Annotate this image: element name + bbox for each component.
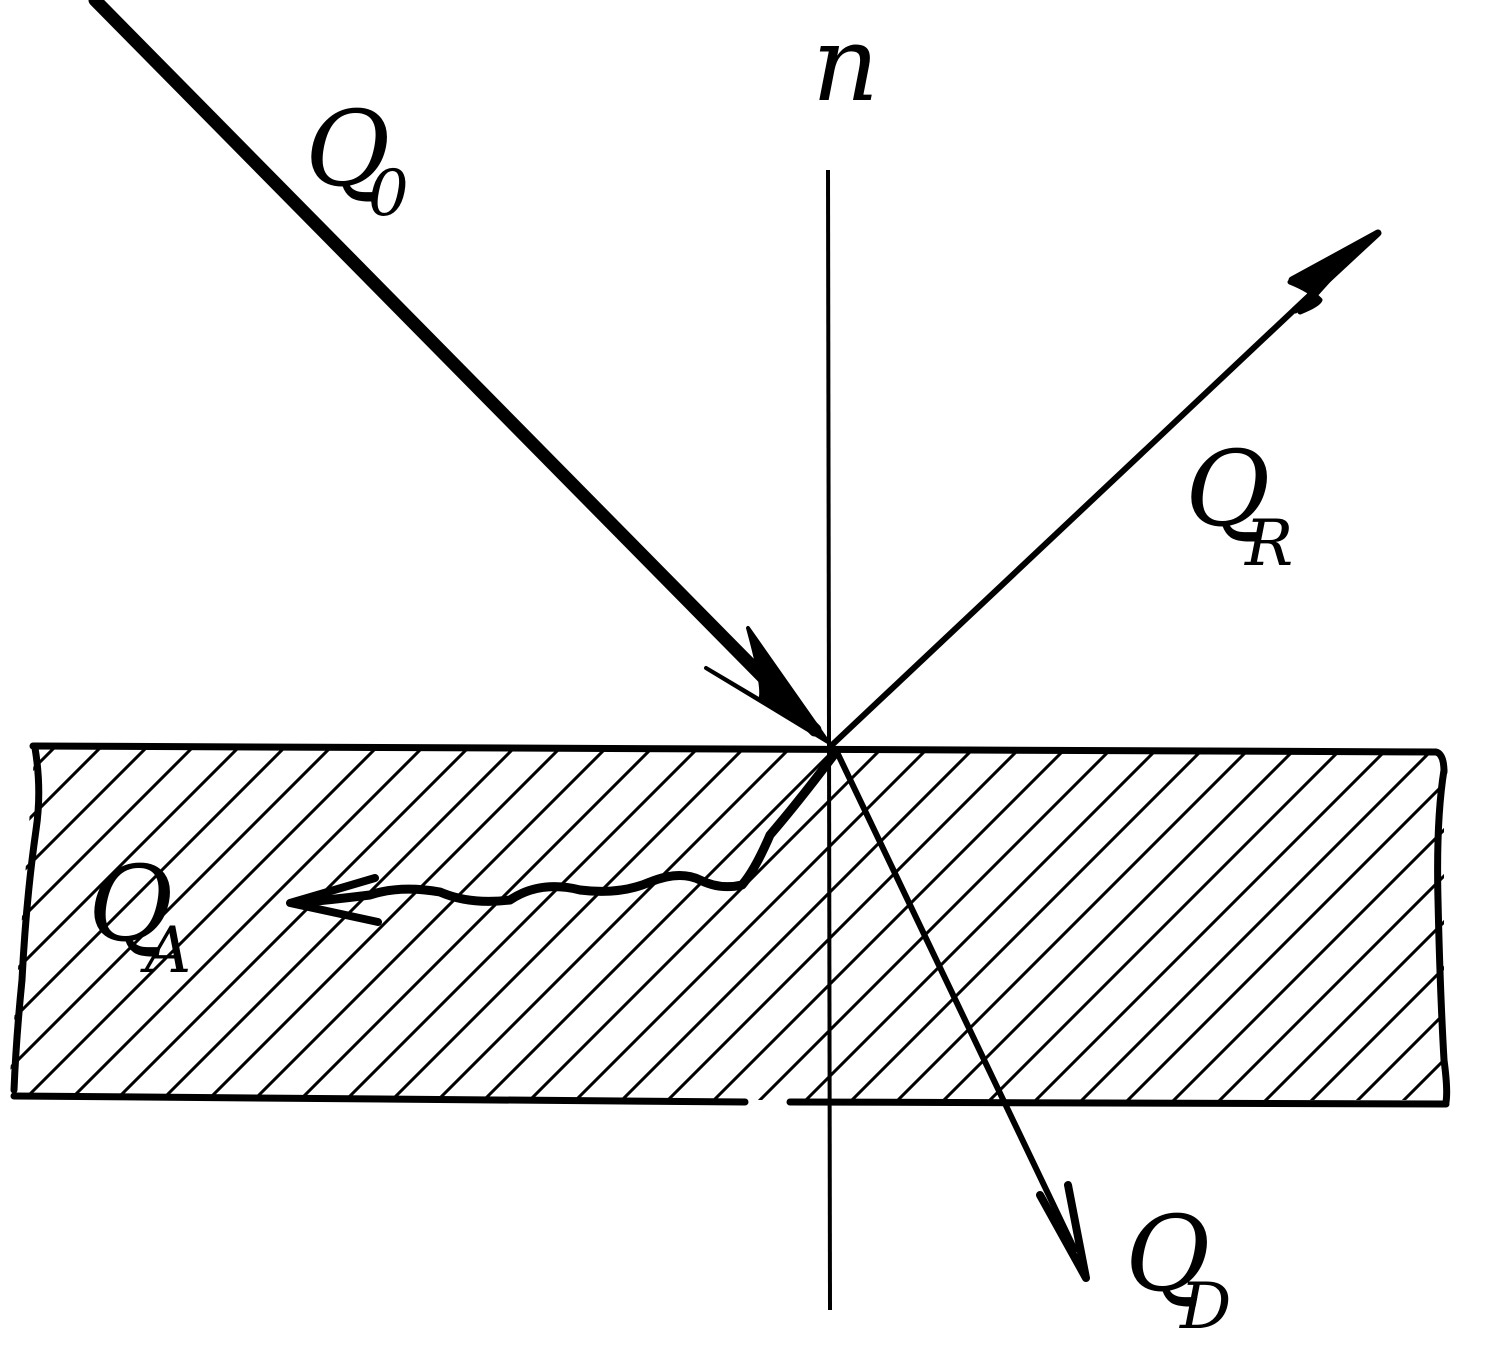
hatch-line — [978, 745, 1352, 1100]
slab-bottom-edge-left — [10, 1092, 749, 1106]
incident-arrowhead — [704, 626, 830, 744]
transmitted-arrowhead — [1036, 1181, 1090, 1282]
hatch-line — [58, 745, 432, 1100]
hatch-line — [288, 745, 662, 1100]
slab-left-edge — [10, 744, 43, 1094]
label-normal: n — [812, 3, 879, 125]
svg-text:A: A — [140, 914, 191, 988]
hatch-line — [1300, 745, 1444, 1100]
transmitted-ray — [833, 747, 1090, 1282]
svg-text:0: 0 — [368, 157, 409, 231]
material-slab — [10, 742, 1451, 1108]
incident-ray — [88, 0, 830, 744]
hatch-line — [1254, 745, 1444, 1100]
svg-text:Q: Q — [88, 843, 173, 965]
hatch-line — [748, 745, 1122, 1100]
hatch-line — [380, 745, 754, 1100]
hatch-line — [1162, 745, 1444, 1100]
svg-text:Q: Q — [1185, 428, 1270, 550]
slab-right-edge — [1434, 766, 1451, 1106]
slab-top-edge — [29, 742, 1448, 776]
hatch-line — [1346, 745, 1444, 1100]
hatch-line — [242, 745, 616, 1100]
hatch-line — [12, 745, 386, 1100]
hatch-line — [10, 745, 248, 1100]
label-absorbed: Q A — [88, 843, 191, 988]
hatch-line — [196, 745, 570, 1100]
slab-hatching — [10, 745, 1444, 1100]
label-transmitted: Q D — [1125, 1193, 1231, 1344]
hatch-line — [10, 745, 110, 1100]
hatch-line — [10, 745, 156, 1100]
svg-text:R: R — [1244, 507, 1293, 581]
hatch-line — [702, 745, 1076, 1100]
hatch-line — [1070, 745, 1444, 1100]
svg-text:D: D — [1179, 1270, 1231, 1344]
svg-text:Q: Q — [305, 88, 390, 210]
hatch-line — [1208, 745, 1444, 1100]
hatch-line — [886, 745, 1260, 1100]
hatch-line — [840, 745, 1214, 1100]
reflected-ray — [829, 229, 1382, 748]
hatch-line — [656, 745, 1030, 1100]
hatch-line — [10, 745, 340, 1100]
absorbed-path — [286, 747, 841, 926]
hatch-line — [426, 745, 800, 1100]
hatch-line — [10, 745, 294, 1100]
hatch-line — [472, 745, 846, 1100]
absorbed-arrowhead — [286, 874, 382, 926]
hatch-line — [1116, 745, 1444, 1100]
hatch-line — [334, 745, 708, 1100]
svg-text:Q: Q — [1125, 1193, 1210, 1315]
label-incident: Q 0 — [305, 88, 409, 231]
hatch-line — [1024, 745, 1398, 1100]
hatch-line — [150, 745, 524, 1100]
hatch-line — [794, 745, 1168, 1100]
hatch-line — [932, 745, 1306, 1100]
slab-bottom-edge-right — [786, 1098, 1450, 1108]
hatch-line — [564, 745, 938, 1100]
label-reflected: Q R — [1185, 428, 1293, 581]
hatch-line — [610, 745, 984, 1100]
hatch-line — [518, 745, 892, 1100]
hatch-line — [104, 745, 478, 1100]
